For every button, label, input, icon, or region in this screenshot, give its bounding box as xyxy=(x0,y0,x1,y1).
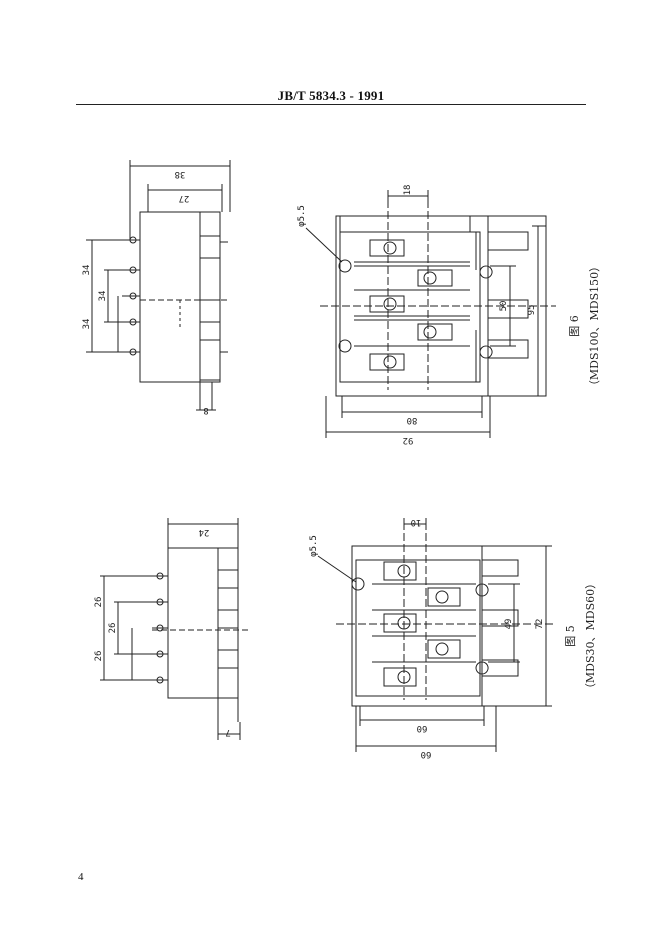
fig5-side-dim-24: 24 xyxy=(199,527,210,537)
fig5-plan-dim-60a: 60 xyxy=(417,723,428,733)
figure5-plan-view xyxy=(317,518,556,752)
fig5-hole-label: φ5.5 xyxy=(309,535,319,557)
fig5-side-dim-26a: 26 xyxy=(94,597,104,608)
figure6-caption-title: 图 6 xyxy=(568,315,581,337)
fig5-plan-dim-60b: 60 xyxy=(421,749,432,759)
fig6-side-dim-34a: 34 xyxy=(82,265,92,276)
fig6-plan-dim-18: 18 xyxy=(403,185,413,196)
fig5-plan-dim-49: 49 xyxy=(504,619,514,630)
fig6-side-dim-34c: 34 xyxy=(82,319,92,330)
fig6-side-dim-8: 8 xyxy=(203,405,208,415)
fig6-side-dim-34b: 34 xyxy=(98,291,108,302)
fig6-plan-dim-50: 50 xyxy=(499,301,509,312)
figure6-side-view xyxy=(86,160,231,411)
fig5-plan-dim-10: 10 xyxy=(411,517,422,527)
fig5-side-dim-26c: 26 xyxy=(94,651,104,662)
fig5-side-dim-7: 7 xyxy=(225,727,230,737)
figure5-caption-title: 图 5 xyxy=(564,625,577,647)
fig6-plan-dim-80: 80 xyxy=(407,415,418,425)
figure5-caption-models: （MDS30、MDS60） xyxy=(584,578,597,694)
fig6-side-dim-38: 38 xyxy=(175,169,186,179)
page-number: 4 xyxy=(78,871,84,883)
header-rule xyxy=(76,104,586,105)
fig6-plan-dim-95: 95 xyxy=(527,305,537,316)
fig6-side-dim-27: 27 xyxy=(179,193,190,203)
figure6-plan-view xyxy=(305,190,556,438)
figure5-side-view xyxy=(100,518,248,740)
fig5-side-dim-26b: 26 xyxy=(108,623,118,634)
fig6-plan-dim-92: 92 xyxy=(403,435,414,445)
figure6-caption-models: （MDS100、MDS150） xyxy=(588,261,601,391)
fig5-plan-dim-72: 72 xyxy=(535,619,545,630)
standard-header: JB/T 5834.3 - 1991 xyxy=(277,88,385,103)
fig6-hole-label: φ5.5 xyxy=(297,205,307,227)
